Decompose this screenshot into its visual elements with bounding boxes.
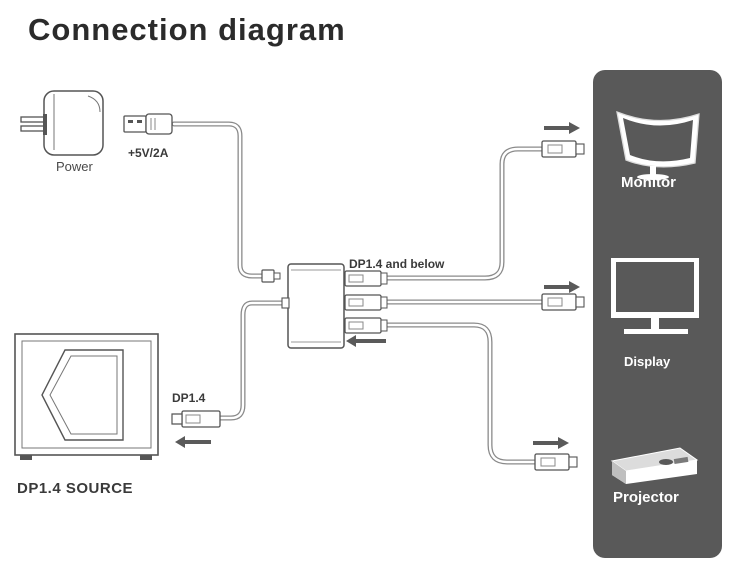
cables <box>171 121 545 465</box>
projector-dp-plug-icon <box>534 453 578 471</box>
source-computer-icon <box>14 333 159 460</box>
hub-output-plug-2 <box>344 294 388 311</box>
arrow-right-icon <box>544 122 580 134</box>
source-label: DP1.4 SOURCE <box>17 480 133 497</box>
power-label: Power <box>56 159 94 174</box>
power-adapter-icon <box>20 90 104 156</box>
power-spec-label: +5V/2A <box>128 146 169 160</box>
usb-plug-icon <box>123 113 173 135</box>
projector-icon <box>610 447 699 484</box>
micro-usb-plug-icon <box>261 269 281 283</box>
device-label-monitor: Monitor <box>621 174 676 191</box>
hub-output-plug-1 <box>344 270 388 287</box>
arrow-right-icon <box>544 281 580 293</box>
monitor-icon <box>616 110 700 180</box>
dp-input-note: DP1.4 <box>172 391 206 405</box>
arrow-left-icon <box>175 436 211 448</box>
dp-mst-hub <box>287 263 345 349</box>
monitor-dp-plug-icon <box>541 140 585 158</box>
display-icon <box>611 258 699 334</box>
arrow-left-icon <box>346 335 386 347</box>
dp-output-note: DP1.4 and below <box>349 257 445 271</box>
source-dp-plug-icon <box>171 410 221 428</box>
hub-input-port <box>281 297 290 309</box>
arrow-right-icon <box>533 437 569 449</box>
hub-output-plug-3 <box>344 317 388 334</box>
device-label-projector: Projector <box>613 489 679 506</box>
page-title: Connection diagram <box>28 12 346 47</box>
device-label-display: Display <box>624 354 671 369</box>
display-dp-plug-icon <box>541 293 585 311</box>
